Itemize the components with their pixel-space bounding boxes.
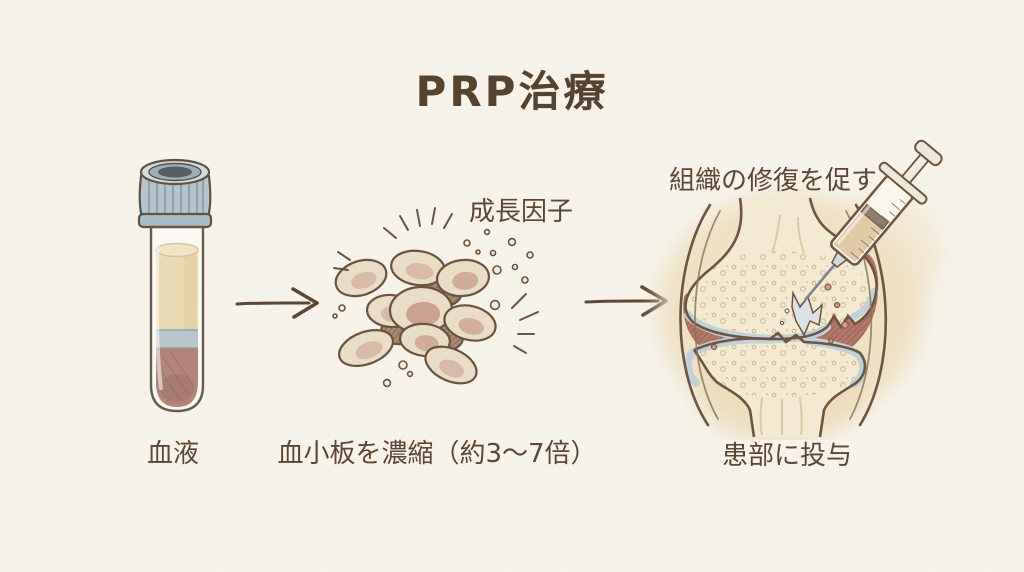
page-title: PRP治療 [415,67,609,116]
annotation-growth-factors: 成長因子 [468,197,574,227]
buffy-coat-layer [156,329,198,349]
red-cell-layer [156,348,198,407]
step-label-injection: 患部に投与 [721,441,853,471]
step-label-blood: 血液 [146,439,200,469]
tube-cap [137,158,213,229]
platelet-cluster [334,249,497,385]
annotation-tissue-repair: 組織の修復を促す [668,166,878,196]
plasma-layer [155,242,199,330]
arrow-right-icon [235,287,319,319]
step-label-platelet-concentration: 血小板を濃縮（約3〜7倍） [277,439,597,469]
